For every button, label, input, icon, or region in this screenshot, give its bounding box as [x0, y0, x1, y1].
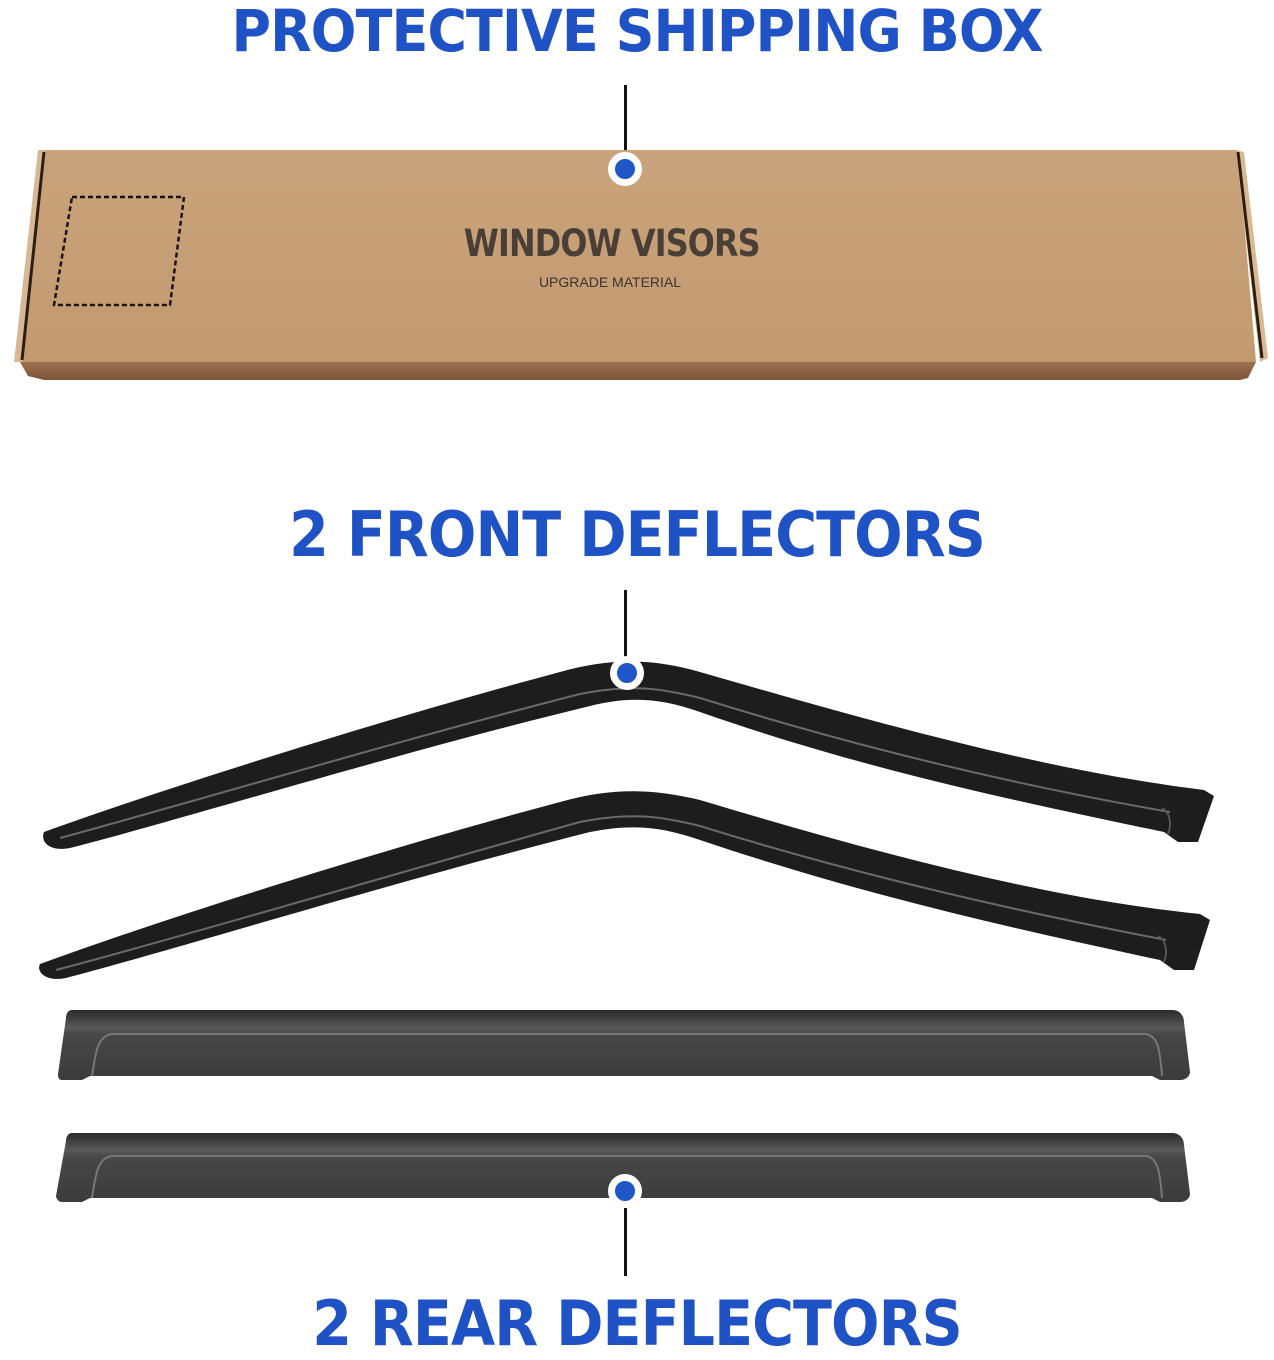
front-deflector-1	[43, 661, 1214, 849]
front-deflector-2	[39, 791, 1210, 979]
box-print-title: WINDOW VISORS	[463, 222, 761, 265]
heading-front-deflectors: 2 FRONT DEFLECTORS	[289, 498, 986, 571]
box-print-subtitle: UPGRADE MATERIAL	[538, 274, 682, 290]
callout-dot-rear	[608, 1174, 642, 1208]
heading-rear-deflectors: 2 REAR DEFLECTORS	[312, 1287, 962, 1360]
heading-protective-shipping-box: PROTECTIVE SHIPPING BOX	[231, 0, 1043, 65]
callout-dot-front	[610, 656, 644, 690]
shipping-box	[14, 150, 1268, 380]
rear-deflector-1	[58, 1010, 1190, 1080]
rear-deflector-2	[56, 1133, 1190, 1202]
callout-line-rear	[624, 1208, 627, 1276]
callout-line-box	[624, 85, 627, 155]
callout-line-front	[624, 590, 627, 660]
callout-dot-box	[608, 152, 642, 186]
